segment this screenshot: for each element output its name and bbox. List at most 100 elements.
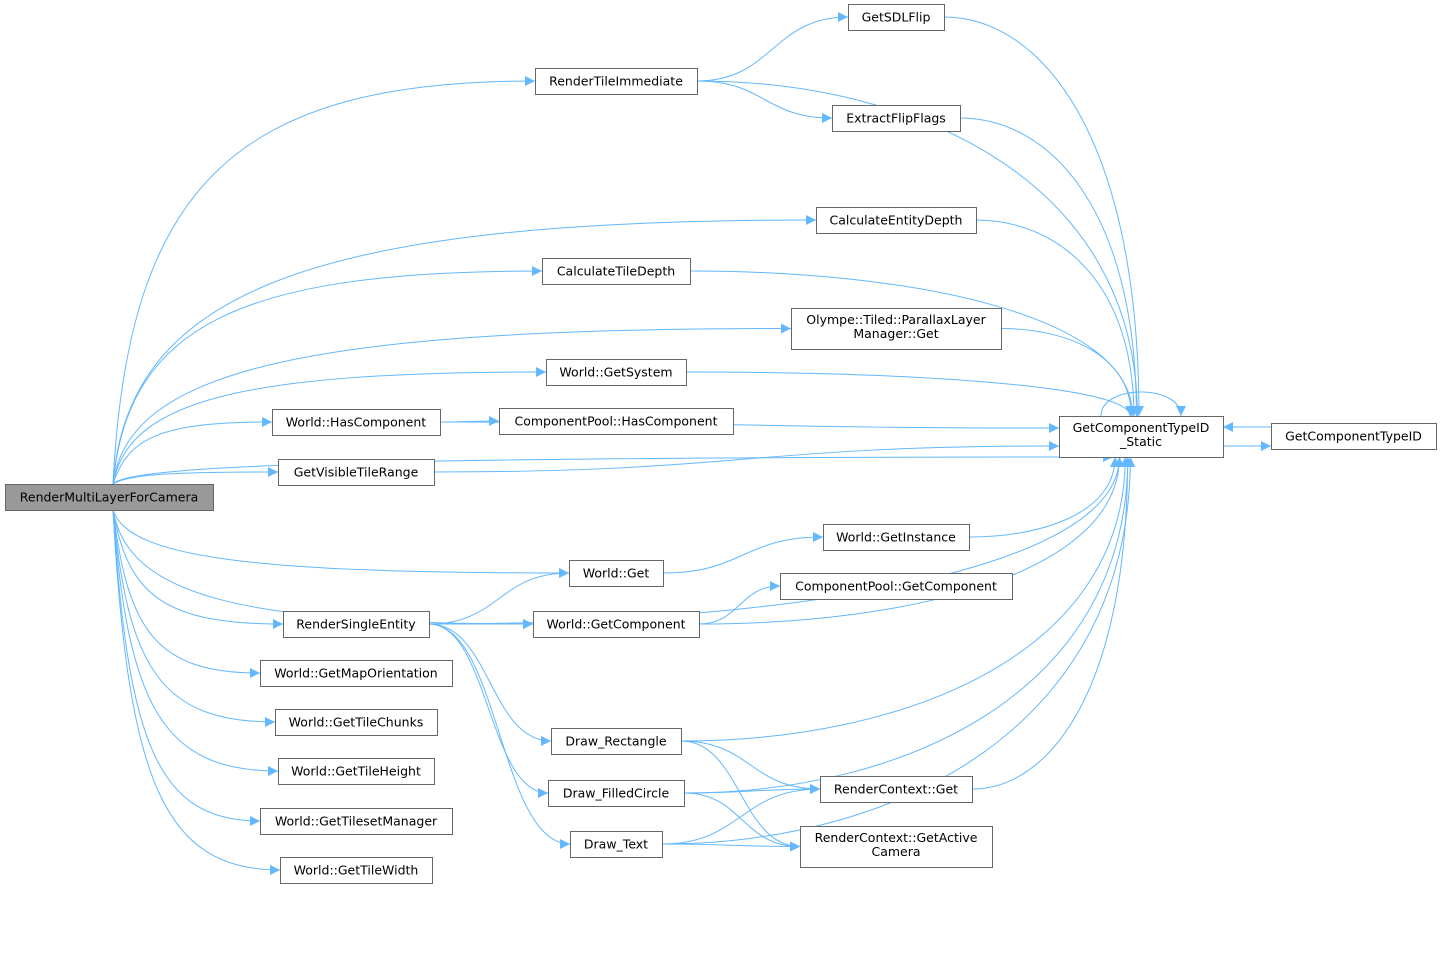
edge-drr-to-rcg [680,740,821,794]
node-label: _Static [1119,434,1162,449]
edge-ced-to-gcs [975,219,1139,417]
edge-root-to-gcs [112,452,1114,485]
node-ctd[interactable]: CalculateTileDepth [542,258,691,285]
node-box [816,207,977,234]
edge-rse-to-dfc [428,623,549,798]
node-eff[interactable]: ExtractFlipFlags [832,105,961,132]
node-label: World::GetTileChunks [289,715,424,730]
node-label: Manager::Get [853,326,938,341]
node-box [535,68,698,95]
node-rti[interactable]: RenderTileImmediate [535,68,698,95]
node-box [800,826,993,868]
node-label: World::HasComponent [286,415,426,430]
node-box [260,808,453,835]
edge-dtx-to-gcs [661,456,1136,845]
edge-rti-to-gcs [696,80,1143,417]
node-wmo[interactable]: World::GetMapOrientation [260,660,453,687]
node-gvtr[interactable]: GetVisibleTileRange [278,459,435,486]
edge-gcs-to-gcs [1100,391,1186,417]
node-box [280,857,433,884]
node-box [499,408,734,435]
node-label: Draw_Rectangle [565,734,666,749]
node-box [5,484,214,511]
node-box [570,831,663,858]
edge-wg-to-wgi [662,532,824,574]
node-ced[interactable]: CalculateEntityDepth [816,207,977,234]
edge-root-to-ced [112,215,817,485]
edge-root-to-gvtr [112,467,279,485]
node-whc[interactable]: World::HasComponent [272,409,441,436]
node-wg[interactable]: World::Get [569,560,664,587]
node-label: World::GetComponent [546,617,685,632]
node-label: World::Get [583,566,650,581]
node-box [791,308,1002,350]
node-wtm[interactable]: World::GetTilesetManager [260,808,453,835]
node-root[interactable]: RenderMultiLayerForCamera [5,484,214,511]
node-label: GetVisibleTileRange [294,465,419,480]
node-wgi[interactable]: World::GetInstance [823,524,970,551]
node-rse[interactable]: RenderSingleEntity [283,611,430,638]
node-label: ComponentPool::HasComponent [515,414,718,429]
edge-dfc-to-rcac [683,792,801,852]
edge-root-to-rse [112,509,284,629]
node-box [275,709,438,736]
node-drr[interactable]: Draw_Rectangle [551,728,682,755]
node-box [533,611,700,638]
edge-root-to-rti [112,76,536,485]
node-wgs[interactable]: World::GetSystem [546,359,687,386]
node-box [823,524,970,551]
edge-eff-to-gcs [959,117,1142,417]
node-dfc[interactable]: Draw_FilledCircle [548,780,685,807]
edge-plm-to-gcs [1000,328,1137,417]
edge-rcg-to-gcs [971,456,1133,790]
edge-dtx-to-rcg [661,784,821,845]
node-label: World::GetMapOrientation [274,666,437,681]
node-box [283,611,430,638]
edge-rse-to-drr [428,623,552,746]
node-sdl[interactable]: GetSDLFlip [848,4,945,31]
edge-root-to-wgs [112,367,547,485]
edge-rse-to-dtx [428,623,571,849]
node-label: RenderContext::GetActive [815,830,978,845]
node-wgc[interactable]: World::GetComponent [533,611,700,638]
edge-root-to-ctd [112,266,543,485]
edge-wgs-to-gcs [685,371,1136,417]
edge-gvtr-to-gcs [433,441,1060,473]
node-cpgc[interactable]: ComponentPool::GetComponent [780,573,1013,600]
node-gcs[interactable]: GetComponentTypeID_Static [1059,416,1224,458]
node-label: Draw_Text [584,837,648,852]
edge-root-to-plm [112,323,792,485]
node-box [542,258,691,285]
node-cphc[interactable]: ComponentPool::HasComponent [499,408,734,435]
node-gct[interactable]: GetComponentTypeID [1271,423,1437,450]
node-box [820,776,973,803]
edge-root-to-wtc [112,509,276,727]
node-label: RenderContext::Get [834,782,958,797]
edge-root-to-wtm [112,509,261,826]
node-box [548,780,685,807]
node-label: RenderTileImmediate [549,74,683,89]
node-label: World::GetInstance [836,530,956,545]
node-box [546,359,687,386]
node-rcg[interactable]: RenderContext::Get [820,776,973,803]
node-label: GetComponentTypeID [1073,420,1210,435]
edge-root-to-whc [112,417,273,485]
edge-sdl-to-gcs [943,16,1144,417]
node-box [278,459,435,486]
node-label: World::GetTilesetManager [275,814,438,829]
node-dtx[interactable]: Draw_Text [570,831,663,858]
node-wtw[interactable]: World::GetTileWidth [280,857,433,884]
node-box [551,728,682,755]
node-label: CalculateEntityDepth [830,213,963,228]
edge-drr-to-gcs [680,456,1131,742]
edge-dtx-to-rcac [661,841,801,852]
node-wth[interactable]: World::GetTileHeight [278,758,435,785]
node-label: World::GetTileWidth [294,863,419,878]
node-wtc[interactable]: World::GetTileChunks [275,709,438,736]
node-label: Olympe::Tiled::ParallaxLayer [806,312,986,327]
node-box [260,660,453,687]
node-label: Camera [871,844,920,859]
node-box [278,758,435,785]
